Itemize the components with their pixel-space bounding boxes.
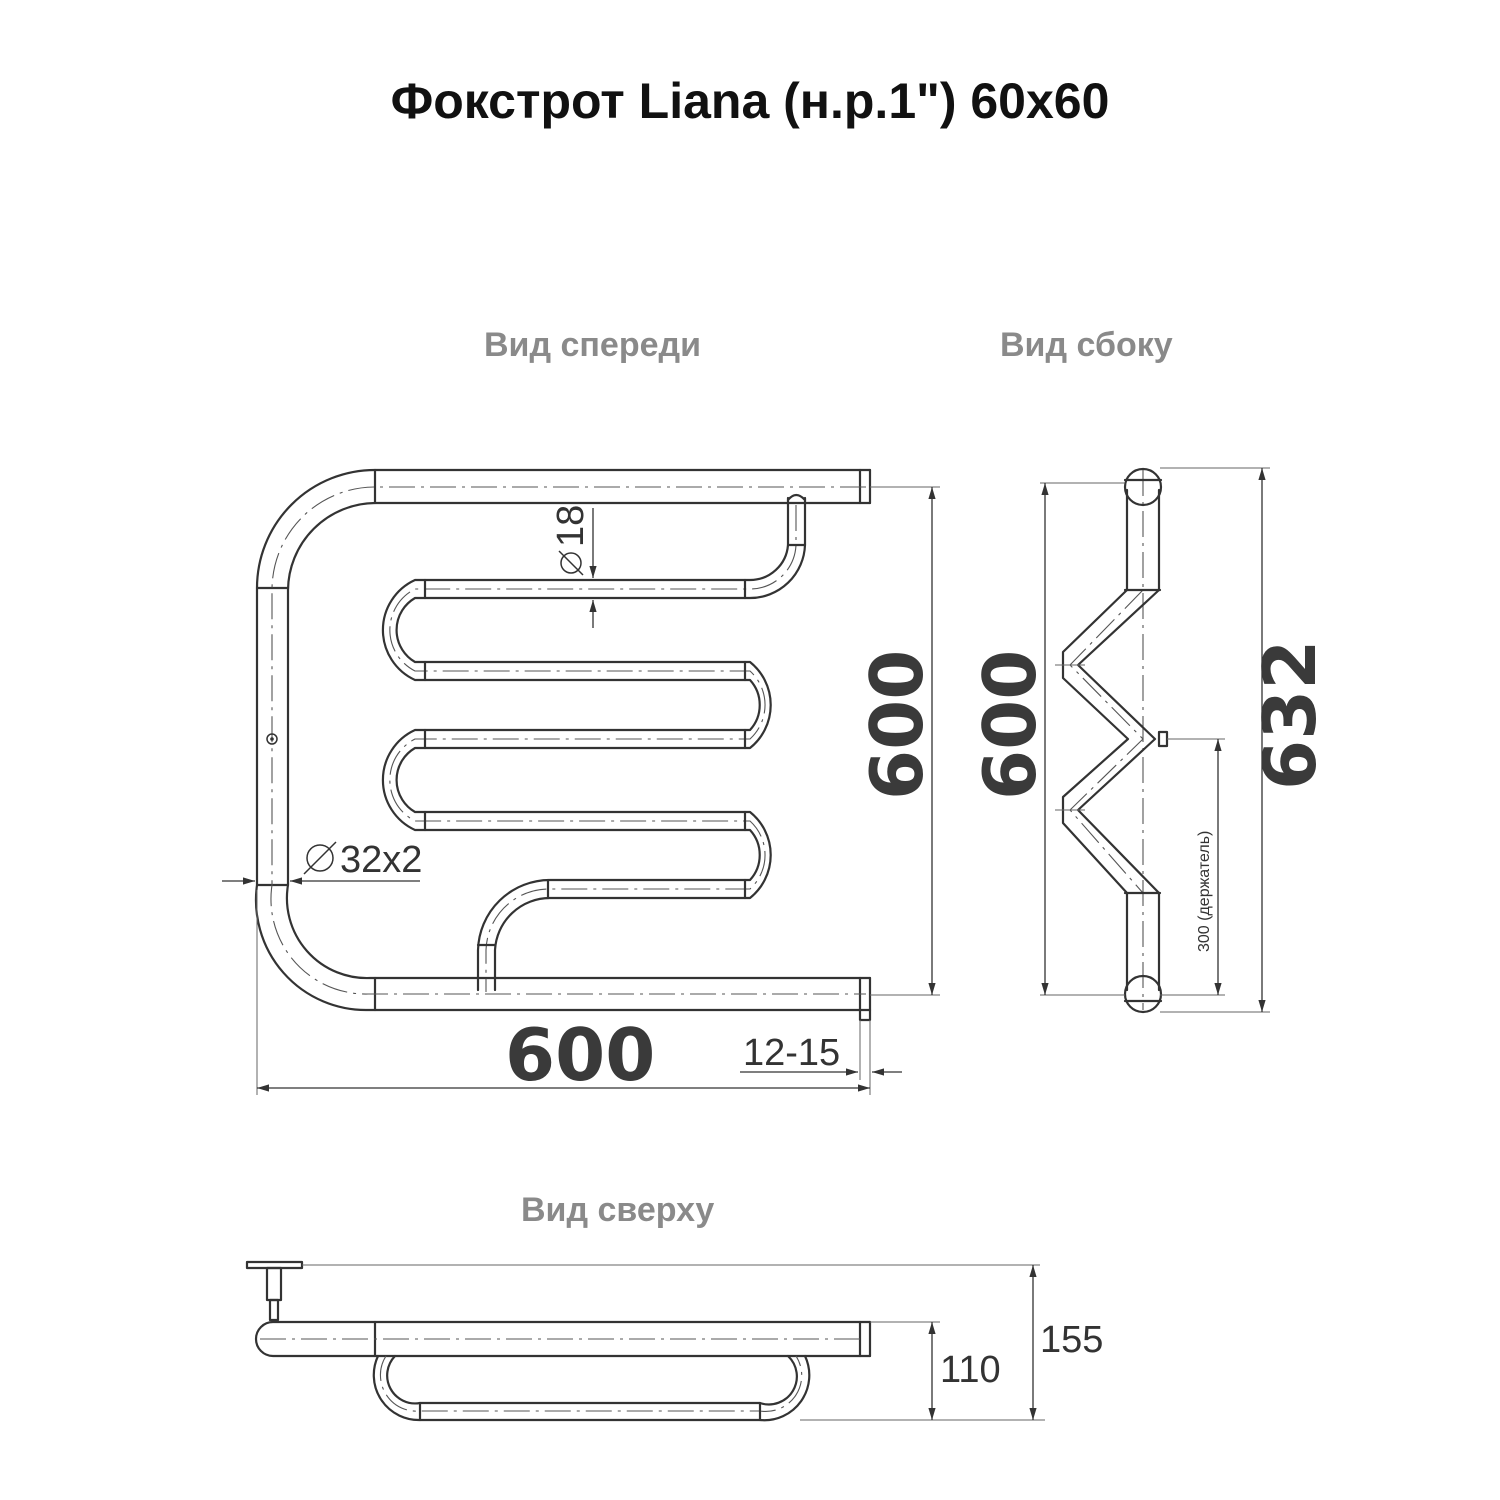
front-height-dim: 600 [855, 650, 939, 800]
inner-tube-dim: 18 [550, 505, 592, 547]
side-view-drawing: 600 632 300 (держатель) [968, 467, 1332, 1014]
side-view-label: Вид сбоку [1000, 326, 1173, 364]
top-depth-inner-dim: 110 [940, 1349, 1001, 1391]
front-view-drawing: 18 32x2 600 600 12-15 [222, 468, 940, 1097]
side-total-height-dim: 632 [1248, 640, 1332, 790]
gap-dim: 12-15 [743, 1032, 840, 1074]
side-height-dim: 600 [968, 650, 1052, 800]
top-view-loop [372, 1354, 811, 1422]
front-view-label: Вид спереди [484, 326, 701, 364]
front-width-dim: 600 [505, 1013, 655, 1097]
outer-tube-dim: 32x2 [340, 839, 422, 881]
zigzag-tube [1076, 588, 1161, 895]
outer-tube [254, 468, 872, 1012]
top-depth-outer-dim: 155 [1040, 1319, 1103, 1361]
top-view-label: Вид сверху [521, 1191, 715, 1229]
top-view-drawing: 110 155 [245, 1260, 1103, 1422]
page-title: Фокстрот Liana (н.р.1") 60x60 [390, 73, 1110, 129]
serpentine-tube [395, 496, 807, 992]
holder-dim: 300 (держатель) [1196, 831, 1213, 952]
